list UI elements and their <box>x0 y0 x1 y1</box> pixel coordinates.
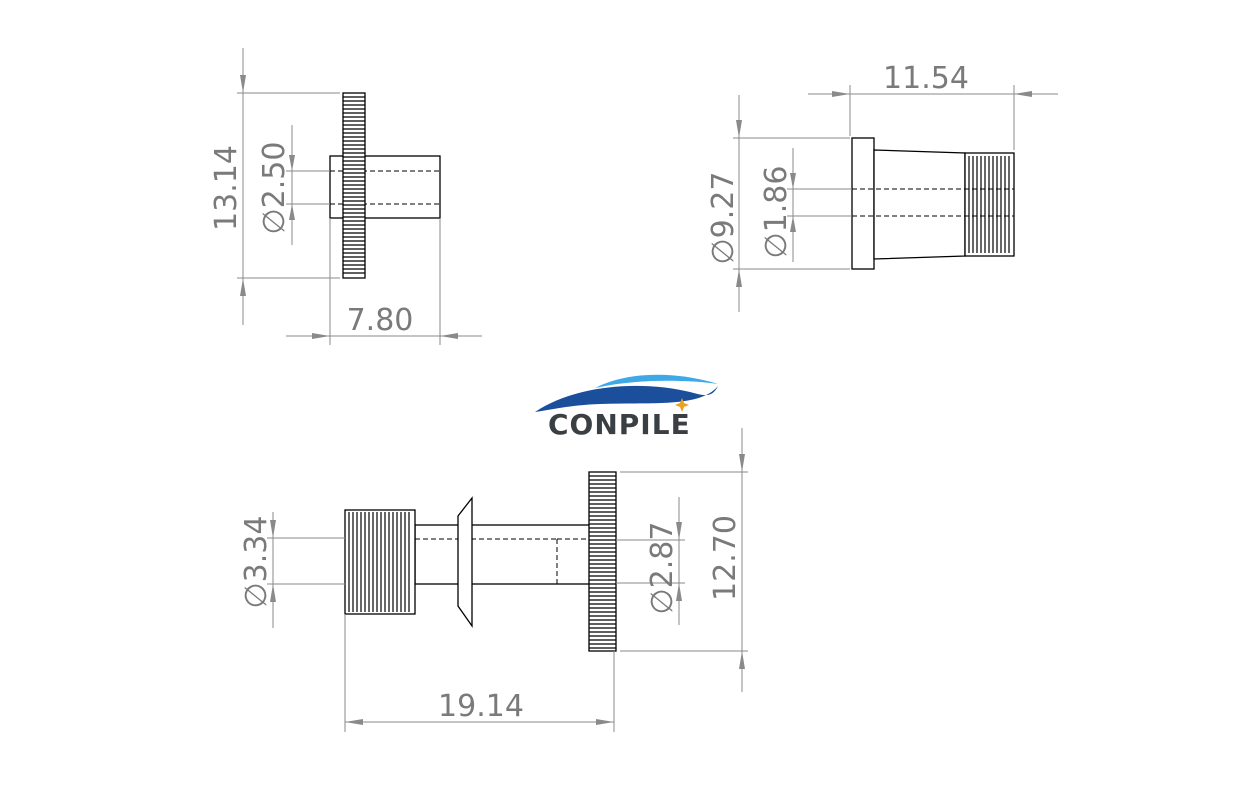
spline-teeth <box>968 156 1010 253</box>
dimension-height: 13.14 <box>209 145 244 231</box>
gear-teeth <box>343 96 365 274</box>
dimension-length: 7.80 <box>347 303 414 338</box>
dimension-outer-diameter: ∅9.27 <box>706 172 741 265</box>
dimension-spline-diameter: ∅3.34 <box>239 516 274 609</box>
logo-wave-dark-icon <box>535 385 718 412</box>
tapered-body <box>873 149 966 260</box>
dimension-bore: ∅2.50 <box>257 142 292 235</box>
spline-teeth <box>348 512 410 612</box>
dimension-bore: ∅2.87 <box>645 522 680 615</box>
dimension-bore: ∅1.86 <box>759 166 794 259</box>
view-bottom: ∅3.34 19.14 ∅2.87 12.70 <box>239 428 748 732</box>
logo-text: CONPILE <box>548 408 691 441</box>
dimension-gear-diameter: 12.70 <box>708 515 743 601</box>
shaft-body <box>414 524 596 585</box>
dimension-length: 19.14 <box>438 689 524 724</box>
gear-teeth <box>589 475 616 649</box>
conical-flange <box>457 496 473 629</box>
logo-wave-light-icon <box>595 374 718 388</box>
flange <box>851 137 875 270</box>
view-top-right: 11.54 ∅9.27 ∅1.86 <box>706 61 1058 312</box>
view-top-left: 13.14 ∅2.50 7.80 <box>209 48 482 345</box>
dimension-length: 11.54 <box>883 61 969 96</box>
company-logo: CONPILE <box>535 374 718 441</box>
logo-star-icon <box>675 398 689 412</box>
gear-body <box>588 471 617 652</box>
